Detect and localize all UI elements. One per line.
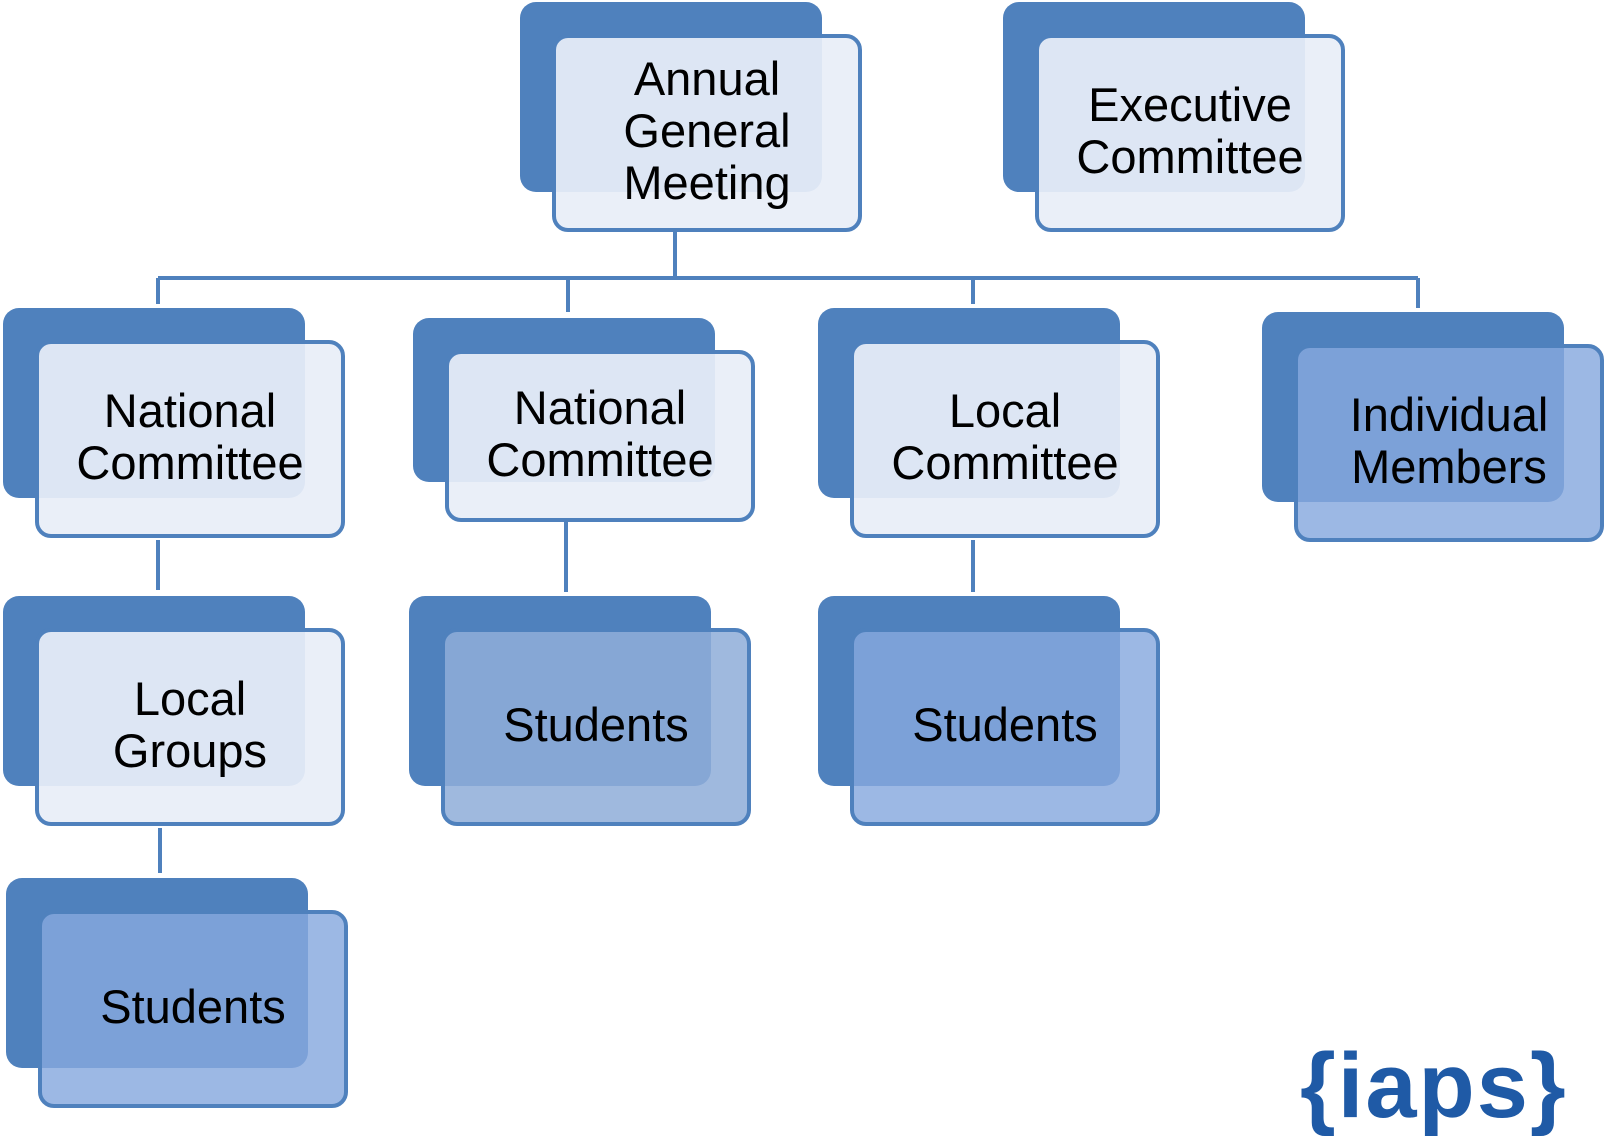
node-label: Students (503, 698, 689, 751)
iaps-logo: {iaps} (1300, 1035, 1568, 1137)
node-label: Local Groups (112, 672, 268, 777)
node-label: Local Committee (891, 384, 1119, 489)
node-label: Students (912, 698, 1098, 751)
node-label: Annual General Meeting (623, 52, 791, 209)
node-label: Students (100, 980, 286, 1033)
node-label: National Committee (486, 381, 714, 486)
node-label: National Committee (76, 384, 304, 489)
node-label: Individual Members (1349, 388, 1549, 493)
node-label: Executive Committee (1076, 78, 1304, 183)
